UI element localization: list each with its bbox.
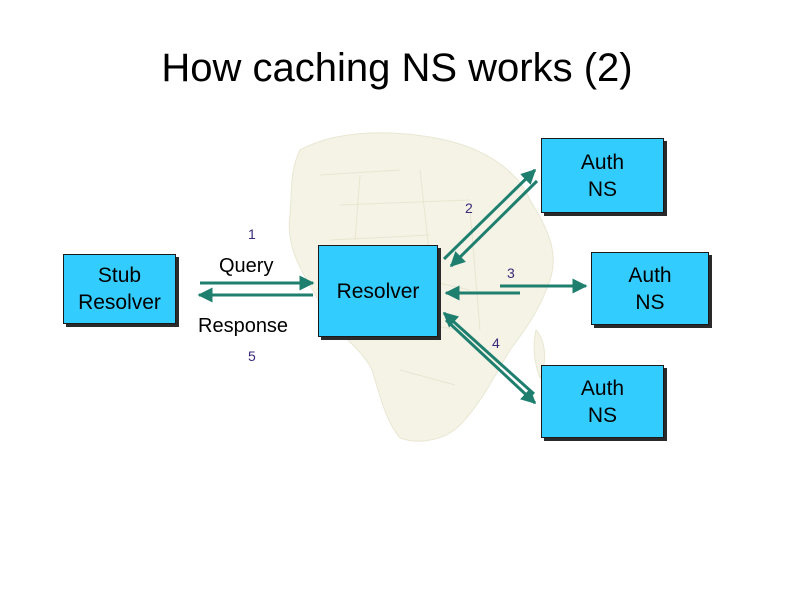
auth-ns-top-box: Auth NS: [541, 138, 664, 213]
query-to-bottom-auth-arrow: [444, 318, 537, 405]
slide-title: How caching NS works (2): [161, 46, 633, 90]
resolver-label: Resolver: [336, 279, 420, 303]
step-2-label: 2: [465, 200, 473, 216]
resolver-box: Resolver: [318, 245, 438, 337]
step-4-label: 4: [492, 335, 500, 351]
response-label: Response: [198, 315, 289, 337]
stub-resolver-label: Stub Resolver: [78, 264, 161, 314]
auth-ns-bottom-box: Auth NS: [541, 365, 664, 438]
auth-ns-right-box: Auth NS: [591, 252, 709, 325]
arrows: [197, 168, 588, 405]
auth-ns-top-label: Auth NS: [580, 150, 625, 201]
step-3-label: 3: [507, 265, 515, 281]
query-to-top-auth-arrow: [442, 168, 537, 261]
auth-ns-right-label: Auth NS: [628, 263, 672, 314]
step-5-label: 5: [248, 348, 256, 364]
top-auth-reply-arrow: [449, 179, 539, 268]
query-label: Query: [219, 255, 274, 277]
auth-ns-bottom-label: Auth NS: [580, 376, 625, 427]
step-1-label: 1: [248, 226, 256, 242]
stub-resolver-box: Stub Resolver: [63, 254, 176, 324]
bottom-auth-reply-arrow: [442, 311, 536, 396]
